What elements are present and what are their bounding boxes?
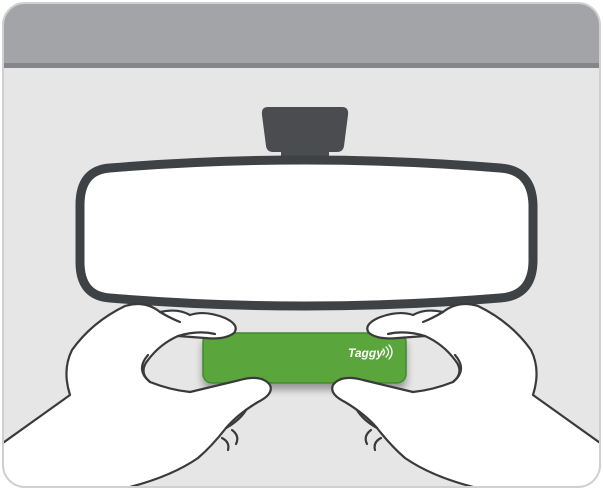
rear-view-mirror-icon <box>80 160 533 306</box>
tag-brand-label: Taggy <box>348 346 384 360</box>
headliner-edge <box>0 63 603 68</box>
roof-headliner <box>0 0 603 63</box>
